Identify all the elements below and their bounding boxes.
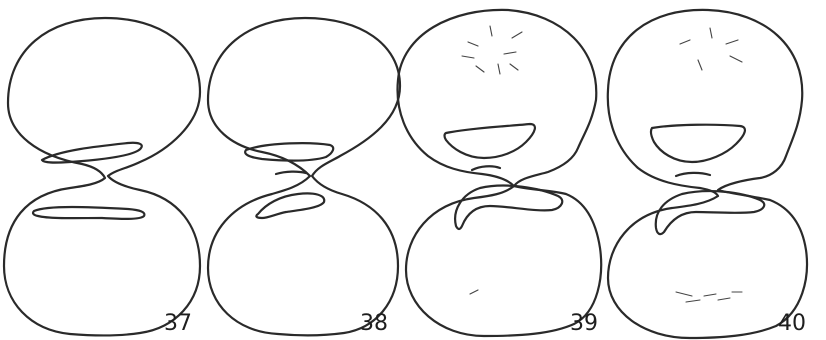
figure-39-constriction-fold <box>472 166 500 170</box>
figure-37-cleft-upper <box>42 143 142 163</box>
figure-38: 38 <box>208 18 400 336</box>
figure-39-outline <box>398 10 602 336</box>
figure-39-number: 39 <box>570 311 598 336</box>
figure-39: 39 <box>398 10 602 336</box>
figure-38-number: 38 <box>360 311 388 336</box>
figure-39-cleft-lower <box>455 186 562 229</box>
figure-40: 40 <box>608 10 807 338</box>
figure-37-number: 37 <box>164 311 192 336</box>
figure-40-cleft-upper <box>651 125 745 162</box>
figure-38-outline <box>208 18 400 335</box>
figure-40-lower-marks <box>676 292 742 302</box>
figure-40-constriction-fold <box>676 173 710 176</box>
figure-37: 37 <box>4 18 200 336</box>
figure-37-outline <box>4 18 200 335</box>
figure-40-aster-marks <box>680 28 742 70</box>
figure-39-speck <box>470 290 478 294</box>
figure-38-cleft-lower <box>256 193 324 218</box>
figure-39-cleft-upper <box>445 124 535 158</box>
figure-40-number: 40 <box>778 311 806 336</box>
figure-38-constriction-fold <box>276 172 306 174</box>
figure-40-cleft-lower <box>656 191 765 234</box>
figure-39-aster-marks <box>462 26 522 74</box>
figure-37-cleft-lower <box>33 207 144 219</box>
